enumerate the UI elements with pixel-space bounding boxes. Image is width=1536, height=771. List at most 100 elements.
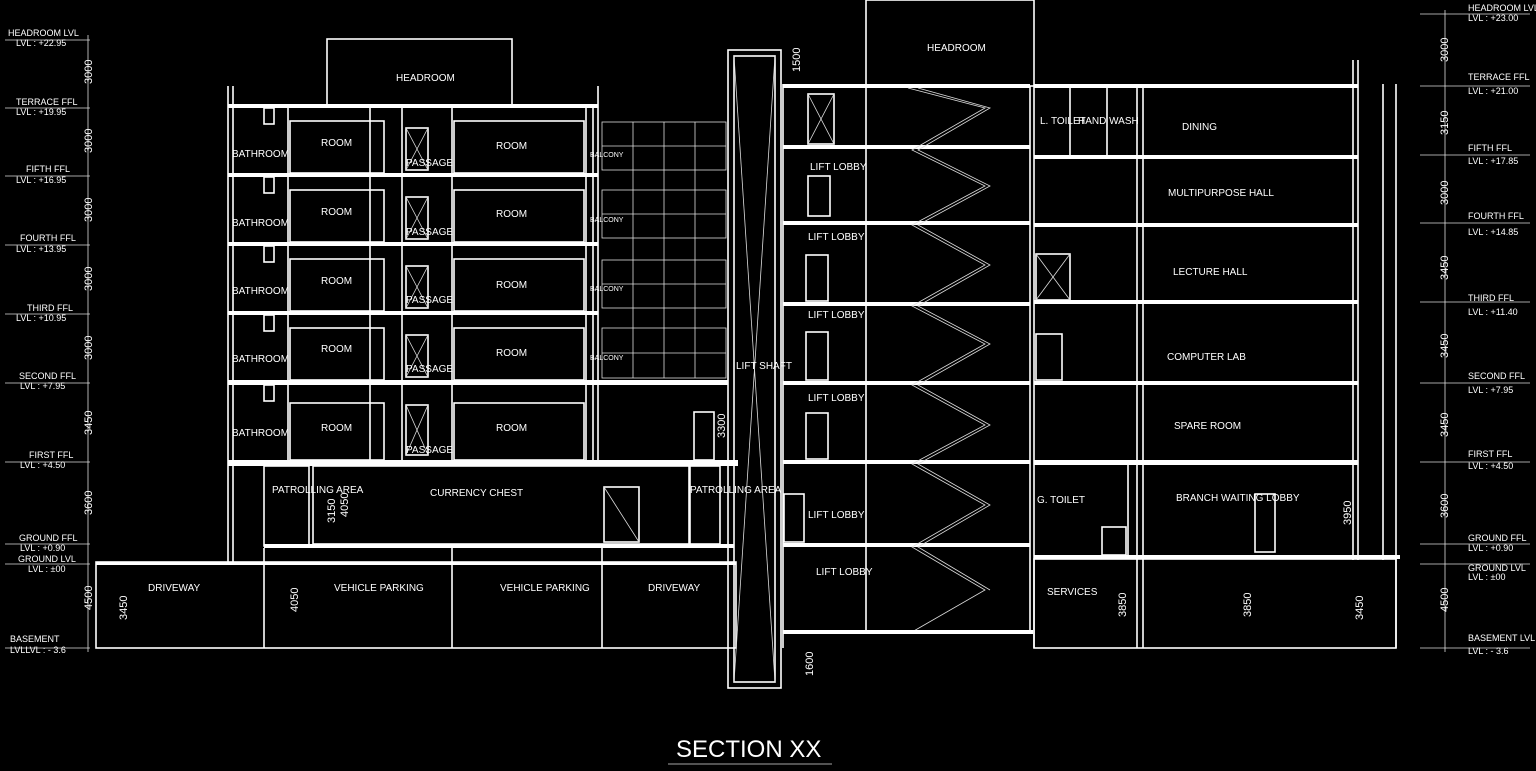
- dim-1500: 1500: [791, 48, 803, 72]
- multipurpose-hall-label: MULTIPURPOSE HALL: [1168, 188, 1274, 199]
- left-dim: 3000: [83, 336, 95, 360]
- right-level-name: FIFTH FFL: [1468, 143, 1512, 153]
- right-level-value: LVL : - 3.6: [1468, 646, 1509, 656]
- dim-4050: 4050: [289, 588, 301, 612]
- left-level-name: GROUND LVL: [18, 554, 76, 564]
- right-level-name: GROUND LVL: [1468, 563, 1526, 573]
- room-label: ROOM: [496, 209, 527, 220]
- left-dim: 3000: [83, 198, 95, 222]
- left-dimensions: 3000 3000 3000 3000 3000 3450 3600 4500: [83, 60, 95, 610]
- room-label: ROOM: [496, 280, 527, 291]
- right-dim: 3450: [1439, 256, 1451, 280]
- right-level-value: LVL : +7.95: [1468, 385, 1513, 395]
- vehicle-parking-label: VEHICLE PARKING: [334, 583, 424, 594]
- room-label: ROOM: [496, 348, 527, 359]
- dim-3450: 3450: [1354, 596, 1366, 620]
- lift-lobby-label: LIFT LOBBY: [808, 232, 865, 243]
- left-level-value: LVL : +22.95: [16, 38, 66, 48]
- computer-lab-label: COMPUTER LAB: [1167, 352, 1246, 363]
- left-level-name: HEADROOM LVL: [8, 28, 79, 38]
- dim-1600: 1600: [804, 652, 816, 676]
- right-level-name: TERRACE FFL: [1468, 72, 1530, 82]
- lift-lobby-label: LIFT LOBBY: [808, 310, 865, 321]
- right-level-name: BASEMENT LVL: [1468, 633, 1535, 643]
- lift-shaft: LIFT SHAFT 1500 1600: [727, 48, 816, 689]
- balcony-glazing: [601, 121, 727, 379]
- room-label: ROOM: [321, 138, 352, 149]
- right-level-value: LVL : +23.00: [1468, 13, 1518, 23]
- left-level-value: LVL : +10.95: [16, 313, 66, 323]
- left-dim: 3000: [83, 129, 95, 153]
- g-toilet-label: G. TOILET: [1037, 495, 1085, 506]
- dim-3450: 3450: [118, 596, 130, 620]
- left-level-value: LVL : +19.95: [16, 107, 66, 117]
- left-level-value: LVL : +16.95: [16, 175, 66, 185]
- left-block: HEADROOM: [95, 38, 782, 649]
- left-level-name: TERRACE FFL: [16, 97, 78, 107]
- driveway-label: DRIVEWAY: [648, 583, 701, 594]
- left-level-value: LVL : +0.90: [20, 543, 65, 553]
- left-level-name: THIRD FFL: [27, 303, 73, 313]
- lift-lobby-label: LIFT LOBBY: [816, 567, 873, 578]
- right-dimensions: 3000 3150 3000 3450 3450 3450 3600 4500: [1439, 38, 1451, 612]
- left-level-value: LVL : +13.95: [16, 244, 66, 254]
- driveway-label: DRIVEWAY: [148, 583, 201, 594]
- right-level-name: FIRST FFL: [1468, 449, 1512, 459]
- left-level-name: FOURTH FFL: [20, 233, 76, 243]
- right-level-value: LVL : +21.00: [1468, 86, 1518, 96]
- l-toilet-label: L. TOILET: [1040, 116, 1086, 127]
- room-label: ROOM: [496, 141, 527, 152]
- dim-3300: 3300: [716, 414, 728, 438]
- right-level-name: FOURTH FFL: [1468, 211, 1524, 221]
- left-level-value: LVLLVL : - 3.6: [10, 645, 66, 655]
- left-level-name: FIRST FFL: [29, 450, 73, 460]
- room-label: ROOM: [321, 207, 352, 218]
- passage-label: PASSAGE: [406, 227, 453, 238]
- dim-4050: 4050: [339, 493, 351, 517]
- right-level-value: LVL : ±00: [1468, 572, 1505, 582]
- branch-waiting-lobby-label: BRANCH WAITING LOBBY: [1176, 493, 1300, 504]
- right-block: L. TOILET HAND WASH DINING MULTIPURPOSE …: [1033, 60, 1400, 649]
- lift-lobby-label: LIFT LOBBY: [810, 162, 867, 173]
- right-level-value: LVL : +14.85: [1468, 227, 1518, 237]
- passage-label: PASSAGE: [406, 295, 453, 306]
- right-dim: 3000: [1439, 181, 1451, 205]
- balcony-label: BALCONY: [590, 217, 624, 224]
- lift-lobby-label: LIFT LOBBY: [808, 393, 865, 404]
- hand-wash-label: HAND WASH: [1078, 116, 1139, 127]
- balcony-label: BALCONY: [590, 152, 624, 159]
- lift-shaft-label: LIFT SHAFT: [736, 361, 792, 372]
- left-level-markers: HEADROOM LVL LVL : +22.95 TERRACE FFL LV…: [5, 28, 90, 655]
- stair-core: HEADROOM LIFT LOBBY LIFT LOBBY LIFT L: [782, 0, 1035, 648]
- passage-label: PASSAGE: [406, 158, 453, 169]
- right-dim: 3150: [1439, 111, 1451, 135]
- passage-label: PASSAGE: [406, 364, 453, 375]
- dim-3850: 3850: [1117, 593, 1129, 617]
- right-level-name: SECOND FFL: [1468, 371, 1525, 381]
- room-label: ROOM: [321, 344, 352, 355]
- lift-lobby-label: LIFT LOBBY: [808, 510, 865, 521]
- right-level-name: GROUND FFL: [1468, 533, 1527, 543]
- right-dim: 3450: [1439, 334, 1451, 358]
- left-dim: 3000: [83, 60, 95, 84]
- services-label: SERVICES: [1047, 587, 1098, 598]
- right-dim: 4500: [1439, 588, 1451, 612]
- headroom-left-label: HEADROOM: [396, 73, 455, 84]
- dining-label: DINING: [1182, 122, 1217, 133]
- bathroom-label: BATHROOM: [232, 218, 289, 229]
- left-dim: 3450: [83, 411, 95, 435]
- left-dim: 3000: [83, 267, 95, 291]
- left-level-value: LVL : ±00: [28, 564, 65, 574]
- left-dim: 3600: [83, 491, 95, 515]
- dim-3150: 3150: [326, 499, 338, 523]
- spare-room-label: SPARE ROOM: [1174, 421, 1241, 432]
- dim-3850: 3850: [1242, 593, 1254, 617]
- right-level-value: LVL : +4.50: [1468, 461, 1513, 471]
- bathroom-label: BATHROOM: [232, 354, 289, 365]
- room-label: ROOM: [321, 423, 352, 434]
- right-dim: 3000: [1439, 38, 1451, 62]
- right-level-value: LVL : +17.85: [1468, 156, 1518, 166]
- right-level-name: THIRD FFL: [1468, 293, 1514, 303]
- right-level-value: LVL : +11.40: [1468, 307, 1518, 317]
